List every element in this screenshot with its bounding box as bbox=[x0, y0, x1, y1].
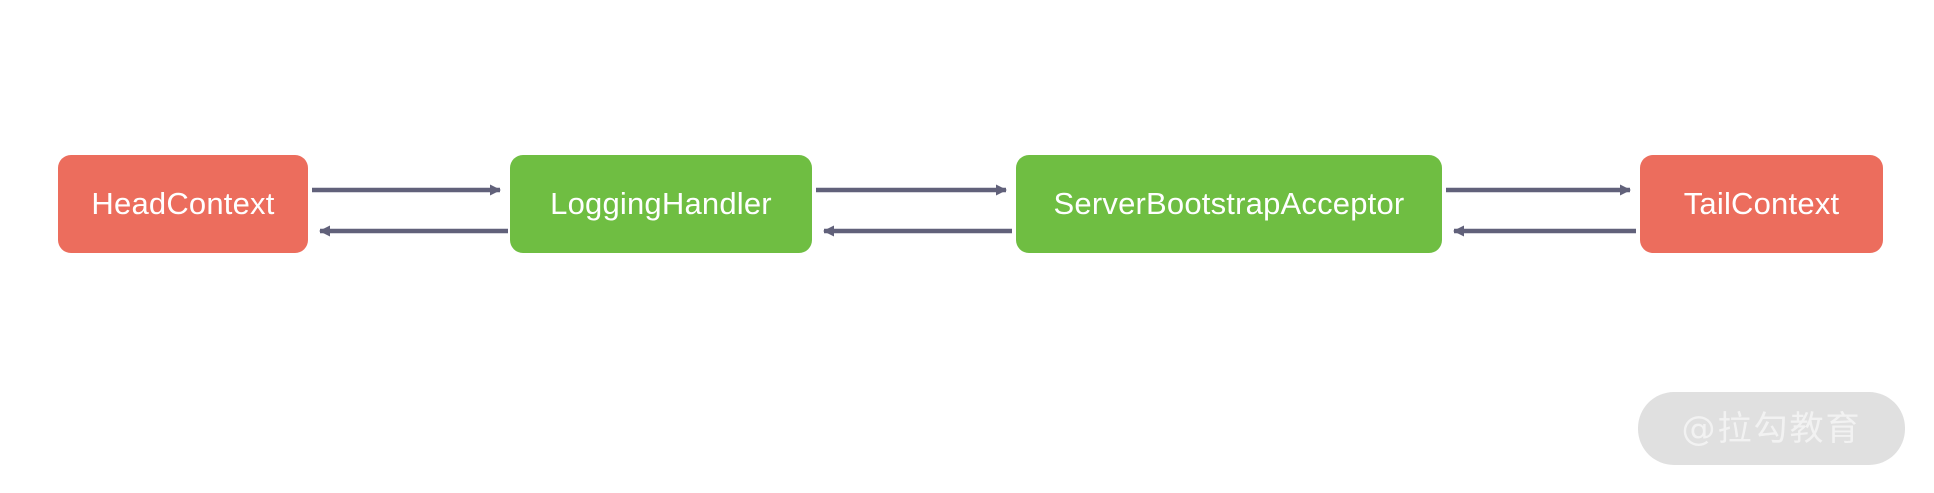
watermark-badge: @拉勾教育 bbox=[1638, 392, 1905, 465]
node-tail-context-label: TailContext bbox=[1683, 185, 1840, 221]
node-head-context[interactable]: HeadContext bbox=[58, 155, 308, 253]
watermark-text: @拉勾教育 bbox=[1681, 408, 1862, 449]
node-tail-context[interactable]: TailContext bbox=[1640, 155, 1883, 253]
node-logging-handler[interactable]: LoggingHandler bbox=[510, 155, 812, 253]
node-server-bootstrap-acceptor-label: ServerBootstrapAcceptor bbox=[1053, 185, 1405, 221]
node-server-bootstrap-acceptor[interactable]: ServerBootstrapAcceptor bbox=[1016, 155, 1442, 253]
node-head-context-label: HeadContext bbox=[91, 185, 275, 221]
node-logging-handler-label: LoggingHandler bbox=[550, 185, 772, 221]
